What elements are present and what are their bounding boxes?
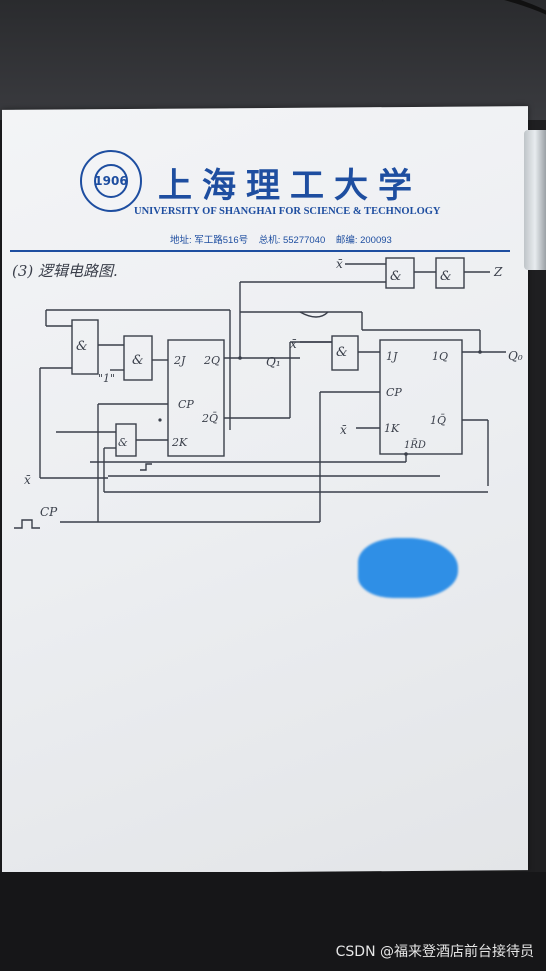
gate-and-q1 [331,335,359,371]
ff2-k: 2K [171,436,188,449]
ff2-cp: CP [178,398,194,411]
university-name-cn: 上海理工大学 [158,166,422,206]
gate-and-mid [123,335,153,381]
flipflop-2 [167,339,225,457]
flipflop-1 [379,339,463,455]
diagram-labels: (3) 逻辑电路图. & & x̄ Z & "1" & 2J 2Q CP 2Q̄… [12,257,523,519]
gate-and-top-1 [385,257,415,289]
gate-and-left [71,319,99,375]
contact-line: 地址: 军工路516号 总机: 55277040 邮编: 200093 [170,232,392,246]
watermark: CSDN @福来登酒店前台接待员 [335,944,534,960]
diagram-heading: (3) 逻辑电路图. [12,262,118,280]
gate-and-top-2 [435,257,465,289]
ff1-k: 1K [384,422,400,435]
ff2-q: 2Q [203,354,220,367]
label-x-bar-top: x̄ [336,257,343,271]
phone: 总机: 55277040 [258,235,326,246]
ff2-qbar: 2Q̄ [201,412,218,425]
logo-emblem: 1906 [94,164,128,198]
letterhead: 1906 上海理工大学 UNIVERSITY OF SHANGHAI FOR S… [80,150,460,250]
gate-label-top-2: & [440,269,452,284]
desk-background [0,0,546,120]
gate-label-low: & [118,436,128,449]
desk-bottom [0,872,546,971]
junction-dots [158,350,482,456]
gate-label-mid: & [132,353,144,368]
label-cp: CP [40,505,58,519]
label-x-bar-left: x̄ [24,473,31,487]
gate-label-q1: & [336,345,348,360]
label-one: "1" [98,372,115,385]
ff1-rd: 1R̄D [404,439,426,451]
gate-label-top-1: & [390,269,402,284]
ff1-cp: CP [386,386,402,399]
postcode: 邮编: 200093 [335,235,392,246]
label-q0: Q₀ [508,349,523,363]
ff2-j: 2J [173,354,186,367]
ff1-qbar: 1Q̄ [430,414,446,427]
label-z: Z [493,265,503,279]
label-x-bar-k: x̄ [340,423,347,437]
gate-label-left: & [76,339,88,354]
label-x-bar-q1: x̄ [290,337,297,351]
pen [524,130,546,270]
address: 地址: 军工路516号 [170,235,249,246]
ff1-j: 1J [386,350,398,363]
ff1-q: 1Q [432,350,448,363]
wires [14,257,506,529]
university-name-en: UNIVERSITY OF SHANGHAI FOR SCIENCE & TEC… [134,206,441,217]
label-q1: Q₁ [266,355,281,369]
university-logo: 1906 [80,150,142,212]
letterhead-rule [10,250,510,252]
redaction-mark [358,538,458,598]
